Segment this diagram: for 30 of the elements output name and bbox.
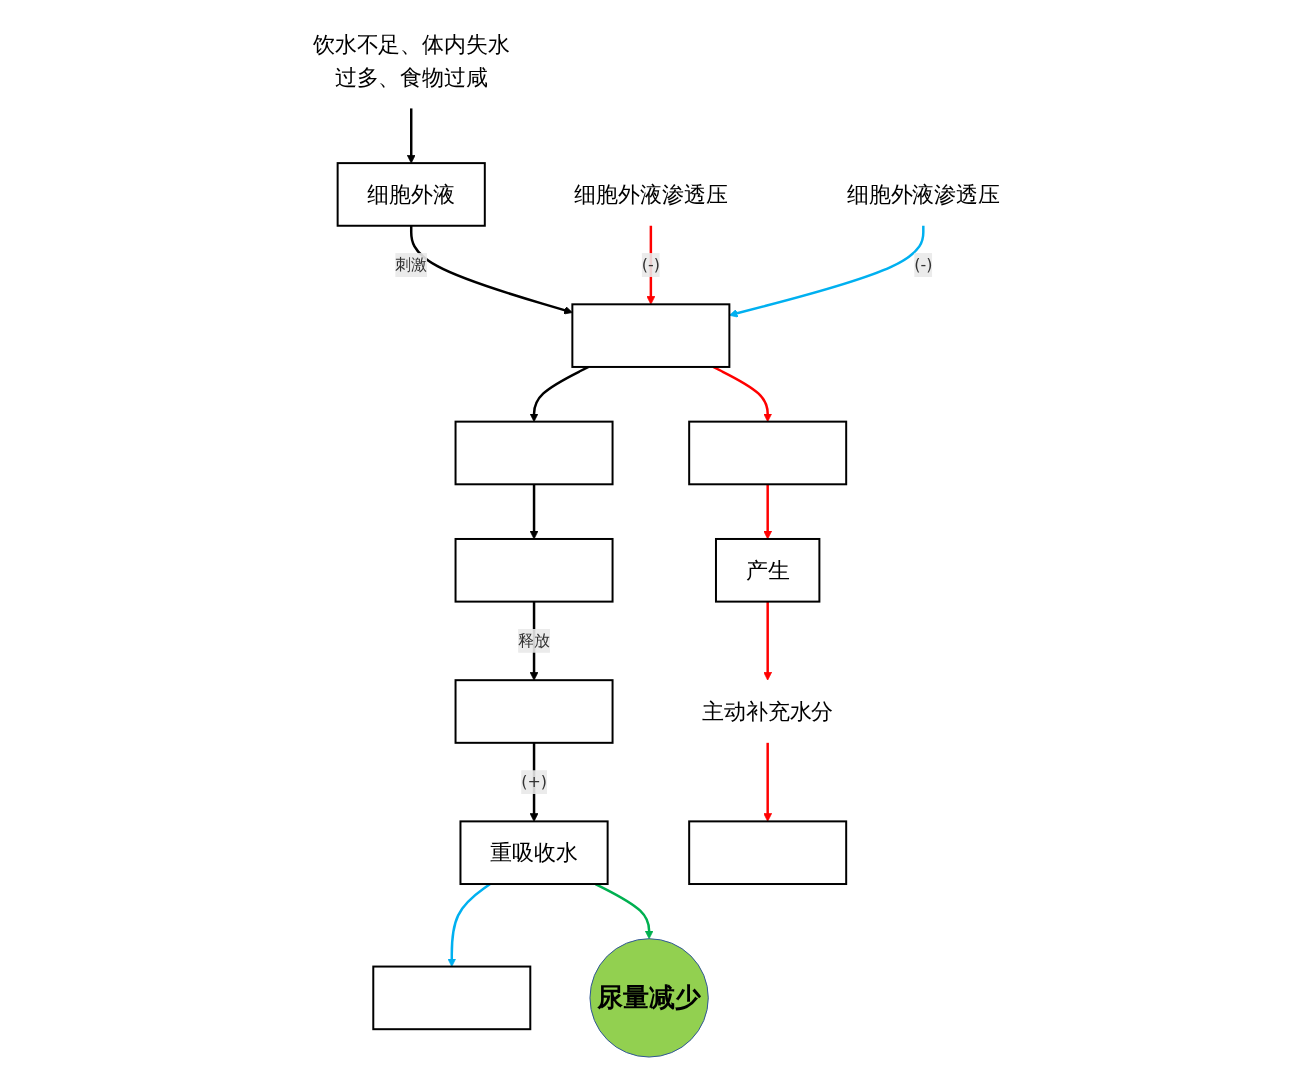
node-text: 细胞外液渗透压	[846, 182, 1000, 207]
arrow	[712, 365, 772, 423]
edge-label: (+)	[520, 772, 547, 792]
node-circle: 尿量减少	[589, 938, 709, 1058]
edge-label: 释放	[517, 630, 550, 650]
edge-label: (-)	[913, 255, 933, 274]
node-box	[687, 820, 847, 885]
node-box	[454, 679, 614, 744]
node-text: 细胞外液渗透压	[573, 182, 728, 207]
node-text: 主动补充水分	[701, 699, 833, 724]
node-box: 产生	[714, 538, 821, 603]
arrow	[762, 484, 772, 540]
node-box	[571, 303, 731, 368]
node-text: 饮水不足、体内失水过多、食物过咸	[312, 31, 510, 90]
arrow	[409, 225, 573, 315]
node-box	[371, 965, 531, 1031]
arrow	[529, 484, 539, 540]
arrow	[406, 108, 416, 164]
node-box	[454, 538, 614, 603]
arrow	[762, 742, 772, 822]
node-box: 细胞外液	[336, 162, 486, 227]
node-box	[687, 420, 847, 486]
arrow	[646, 225, 655, 305]
arrow	[529, 365, 589, 423]
edge-label: (-)	[641, 255, 660, 274]
node-box	[454, 420, 614, 486]
node-box: 重吸收水	[459, 820, 609, 885]
edge-label: 刺激	[394, 255, 427, 274]
arrow	[447, 883, 491, 967]
arrow	[762, 601, 772, 681]
